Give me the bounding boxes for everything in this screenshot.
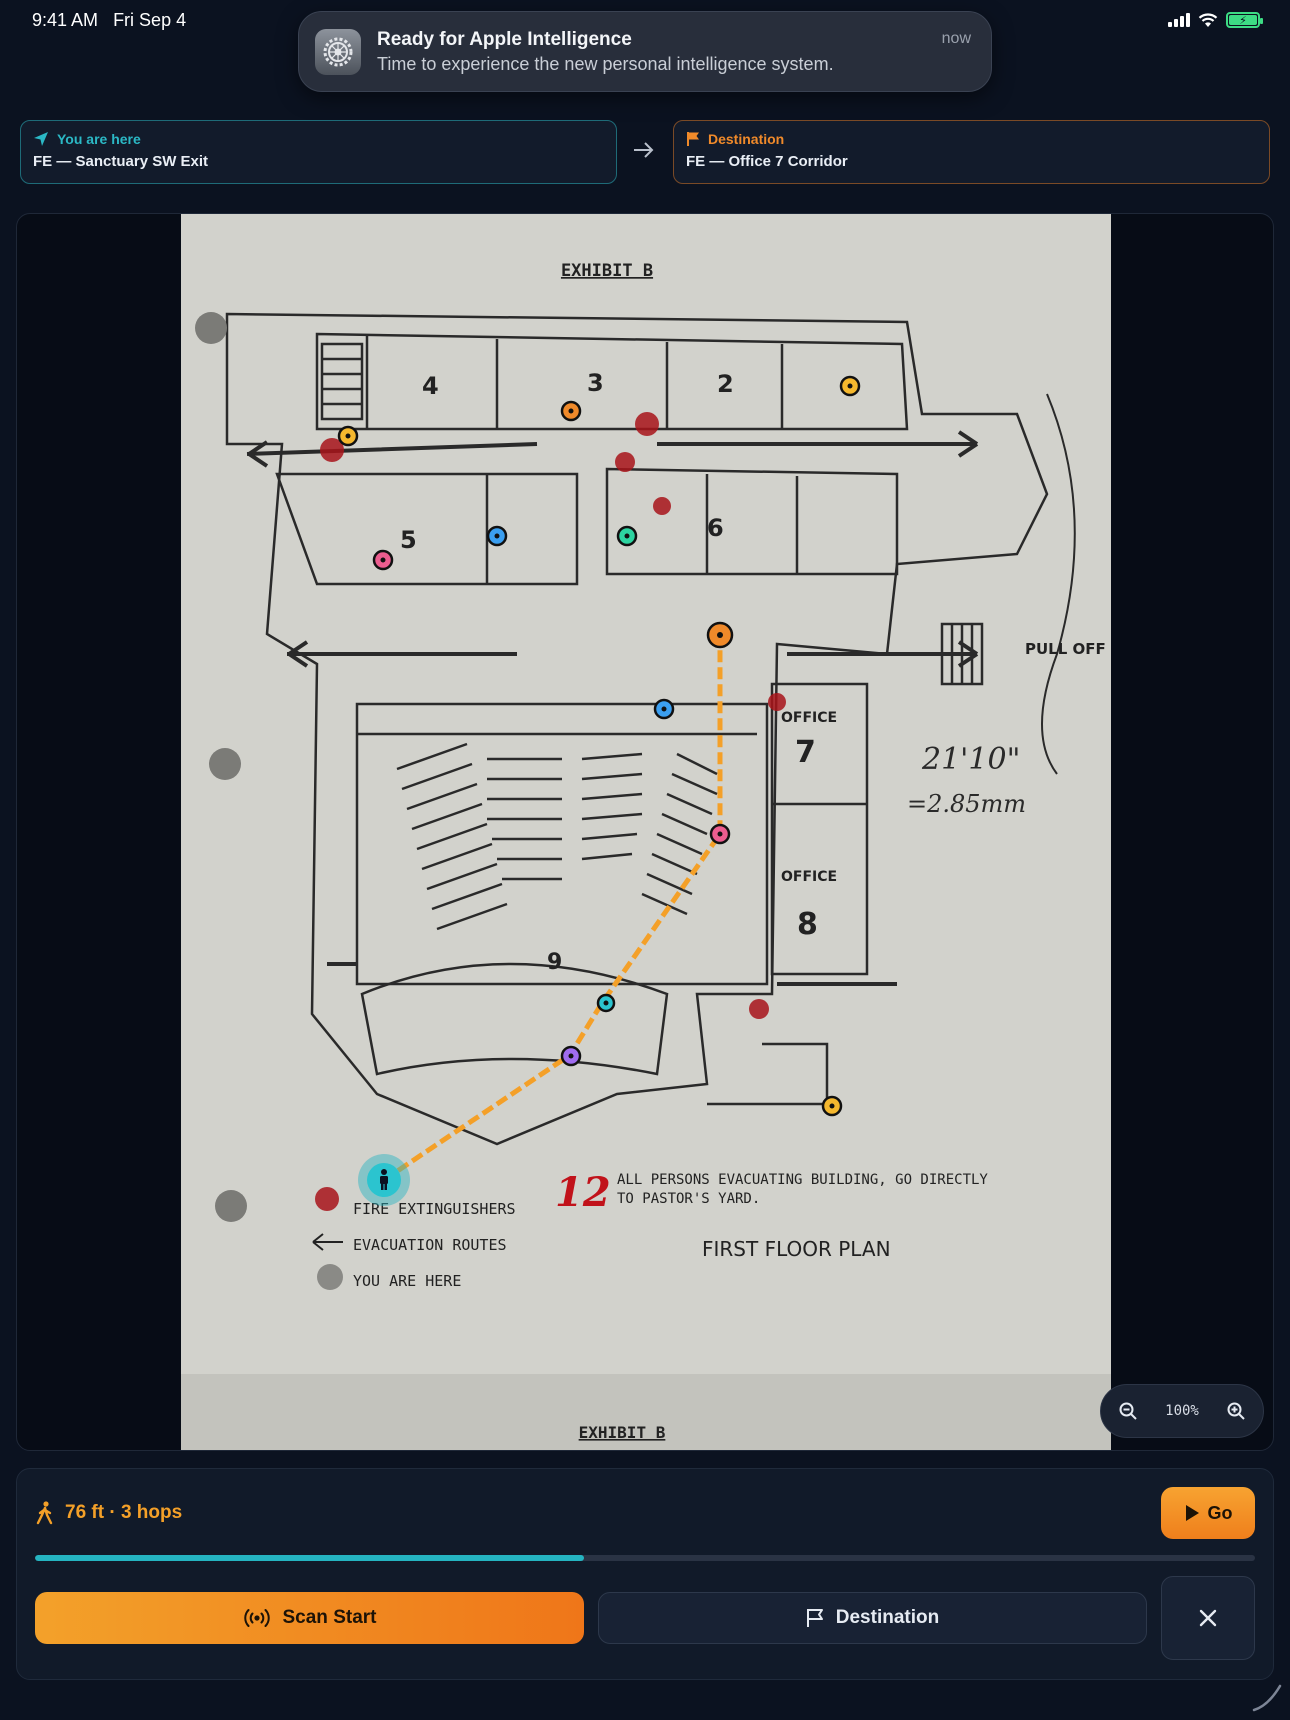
origin-value: FE — Sanctuary SW Exit <box>33 153 209 170</box>
zoom-level: 100% <box>1165 1403 1199 1419</box>
cellular-signal-icon <box>1168 13 1190 27</box>
close-icon <box>1199 1609 1217 1627</box>
distance-hops-text: 76 ft · 3 hops <box>65 1502 183 1523</box>
legend-you-are-here: YOU ARE HERE <box>353 1272 461 1290</box>
flag-icon <box>687 132 699 146</box>
location-arrow-icon <box>34 132 48 146</box>
destination-label: Destination <box>708 131 785 147</box>
office-label-7: OFFICE <box>781 710 837 726</box>
plan-footer-text: EXHIBIT B <box>579 1423 666 1442</box>
person-icon <box>380 1169 388 1190</box>
pull-off-label: PULL OFF <box>1025 640 1106 658</box>
route-summary: 76 ft · 3 hops <box>35 1501 182 1525</box>
plan-header-text: EXHIBIT B <box>561 261 653 281</box>
play-icon <box>1185 1505 1199 1521</box>
room-number-9: 9 <box>547 950 562 975</box>
route-arrow-icon <box>632 140 656 165</box>
route-progress-bar <box>35 1555 1255 1561</box>
notification-body: Time to experience the new personal inte… <box>377 53 834 74</box>
map-markers <box>337 375 861 1117</box>
wifi-icon <box>1198 13 1218 27</box>
map-view[interactable]: EXHIBIT B EXHIBIT B 4 3 2 5 6 7 8 9 OFFI… <box>16 213 1274 1451</box>
destination-button[interactable]: Destination <box>598 1592 1147 1644</box>
office-label-8: OFFICE <box>781 869 837 885</box>
status-icons: ⚡ <box>1168 12 1263 28</box>
resize-grip-icon[interactable] <box>1250 1680 1284 1714</box>
floor-plan-image[interactable]: EXHIBIT B EXHIBIT B 4 3 2 5 6 7 8 9 OFFI… <box>17 214 1274 1451</box>
settings-gear-icon <box>315 28 361 75</box>
legend-evacuation-routes: EVACUATION ROUTES <box>353 1236 507 1254</box>
room-number-4: 4 <box>422 372 439 400</box>
clock: 9:41 AM <box>32 10 99 30</box>
origin-card[interactable]: You are here FE — Sanctuary SW Exit <box>20 120 617 184</box>
zoom-control: 100% <box>1100 1384 1264 1438</box>
zoom-out-button[interactable] <box>1115 1398 1141 1424</box>
route-progress-fill <box>35 1555 584 1561</box>
navigation-panel: 76 ft · 3 hops Go Scan Start Destination <box>16 1468 1274 1680</box>
room-number-3: 3 <box>587 369 604 397</box>
flag-outline-icon <box>806 1609 823 1627</box>
dimension-note: 21'10" <box>921 742 1020 777</box>
legend-fire-extinguishers: FIRE EXTINGUISHERS <box>353 1200 516 1218</box>
scan-start-button[interactable]: Scan Start <box>35 1592 584 1644</box>
go-label: Go <box>1207 1502 1233 1523</box>
date: Fri Sep 4 <box>113 10 187 30</box>
battery-charging-icon: ⚡ <box>1226 12 1263 28</box>
walking-person-icon <box>36 1501 53 1525</box>
room-number-2: 2 <box>717 370 734 398</box>
instructions-line-2: TO PASTOR'S YARD. <box>617 1191 760 1207</box>
status-time: 9:41 AM Fri Sep 4 <box>32 10 186 31</box>
zoom-in-button[interactable] <box>1223 1398 1249 1424</box>
scan-start-label: Scan Start <box>282 1607 377 1628</box>
notification-time: now <box>941 30 971 47</box>
dimension-note-2: =2.85mm <box>907 790 1026 818</box>
notification-banner[interactable]: Ready for Apple Intelligence Time to exp… <box>298 11 992 92</box>
origin-label: You are here <box>57 131 141 147</box>
room-number-6: 6 <box>707 514 724 542</box>
room-number-5: 5 <box>400 526 417 554</box>
room-number-8: 8 <box>797 907 818 942</box>
zoom-out-icon <box>1119 1402 1137 1420</box>
legend-arrow-icon <box>312 1233 343 1251</box>
instructions-line-1: ALL PERSONS EVACUATING BUILDING, GO DIRE… <box>617 1172 988 1188</box>
destination-button-label: Destination <box>835 1607 940 1628</box>
user-location-marker[interactable] <box>358 1154 410 1206</box>
broadcast-icon <box>243 1609 270 1627</box>
close-button[interactable] <box>1161 1576 1255 1660</box>
destination-card[interactable]: Destination FE — Office 7 Corridor <box>673 120 1270 184</box>
notification-title: Ready for Apple Intelligence <box>377 28 632 50</box>
zoom-in-icon <box>1227 1402 1245 1420</box>
handwritten-number: 12 <box>555 1169 611 1216</box>
go-button[interactable]: Go <box>1161 1487 1255 1539</box>
destination-value: FE — Office 7 Corridor <box>686 153 848 170</box>
plan-title-text: FIRST FLOOR PLAN <box>702 1237 891 1261</box>
room-number-7: 7 <box>795 735 816 770</box>
